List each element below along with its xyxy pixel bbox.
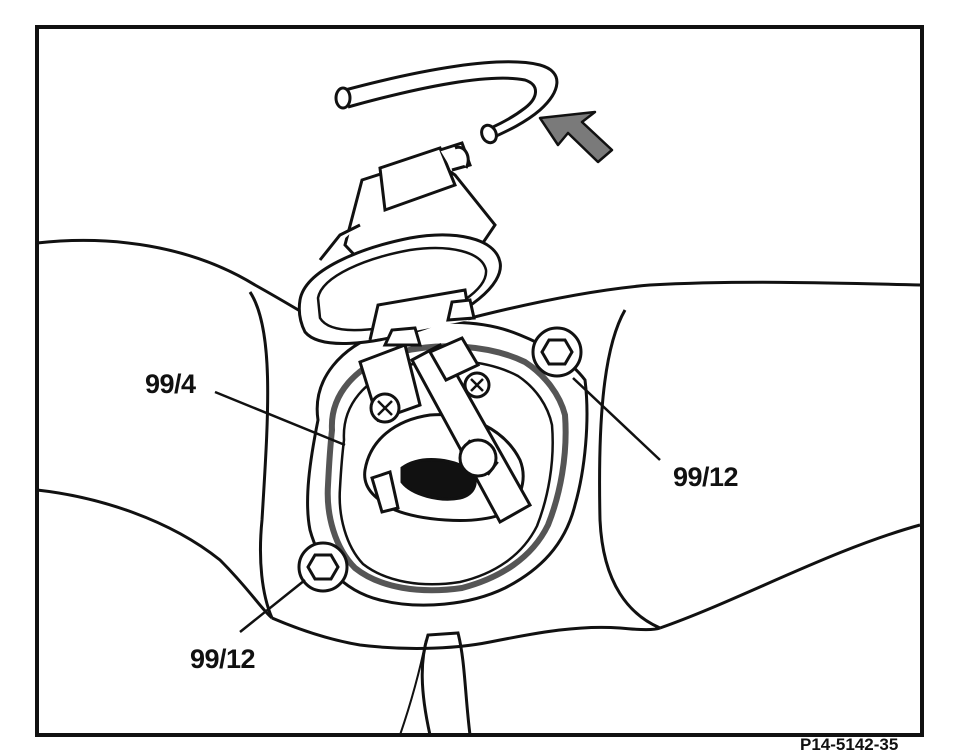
- linkage-ball: [458, 438, 498, 478]
- hose-connection-arrow: [538, 110, 614, 164]
- callout-99-4: 99/4: [145, 369, 196, 399]
- valve-mechanism: [358, 336, 533, 525]
- figure-id: P14-5142-35: [800, 735, 899, 754]
- callout-99-12-bottom: 99/12: [190, 644, 256, 674]
- leader-99-12-right: [572, 377, 661, 461]
- leader-99-4: [214, 390, 346, 447]
- mounting-bolt-upper: [531, 326, 583, 378]
- vacuum-hose: [334, 60, 559, 145]
- leader-99-12-bottom: [239, 579, 306, 633]
- mounting-bolt-lower: [297, 541, 349, 593]
- vacuum-diaphragm: [297, 141, 502, 347]
- callout-99-12-right: 99/12: [673, 462, 739, 492]
- callout-leaders: [214, 377, 661, 633]
- figure-frame: [35, 25, 924, 737]
